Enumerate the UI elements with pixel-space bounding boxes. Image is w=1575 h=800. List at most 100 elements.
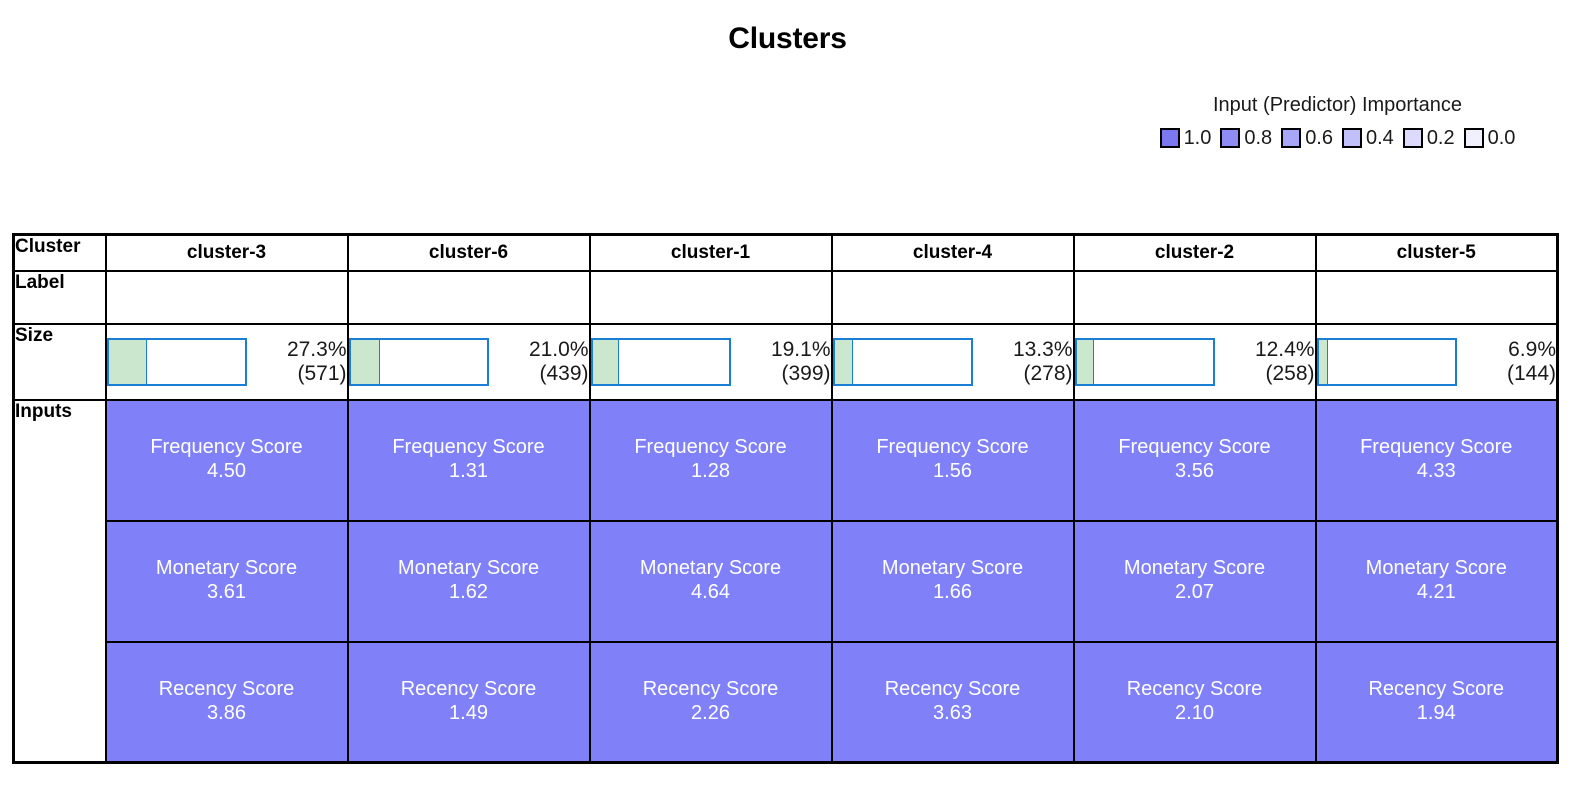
legend-label: 0.4 [1366,127,1394,149]
size-percent: 12.4% [1254,337,1315,361]
input-value: 1.62 [449,581,488,603]
legend-entry: 0.4 [1342,128,1394,148]
size-bar [348,337,489,386]
size-text: 27.3%(571) [255,338,347,385]
legend-entry: 0.8 [1220,128,1272,148]
size-count: (258) [1265,361,1315,385]
input-name: Recency Score [158,678,295,701]
size-cell-inner: 27.3%(571) [106,337,347,386]
table-row-size: Size 27.3%(571)21.0%(439)19.1%(399)13.3%… [12,322,1559,401]
column-header-cluster-5: cluster-5 [1314,233,1559,272]
size-cell-inner: 12.4%(258) [1074,337,1315,386]
size-bar-fill [592,339,620,384]
size-bar-fill [834,339,854,384]
size-text: 21.0%(439) [497,338,589,385]
size-count: (399) [781,361,831,385]
column-header-cluster-4: cluster-4 [830,233,1075,272]
column-header-cluster-2: cluster-2 [1072,233,1317,272]
legend-label: 0.6 [1305,127,1333,149]
size-count: (278) [1023,361,1073,385]
size-bar [590,337,731,386]
input-name: Frequency Score [392,436,545,459]
input-value: 4.50 [207,460,246,482]
size-count: (144) [1506,361,1556,385]
input-value: 3.56 [1175,460,1214,482]
size-text: 19.1%(399) [739,338,831,385]
input-value: 4.33 [1416,460,1456,482]
size-bar-fill [1318,339,1329,384]
label-cell-cluster-2[interactable] [1072,269,1317,325]
label-cell-cluster-6[interactable] [346,269,591,325]
row-header-cluster: Cluster [12,233,107,272]
size-bar-fill [108,339,147,384]
input-value: 2.26 [691,701,730,724]
column-header-cluster-6: cluster-6 [346,233,591,272]
input-value: 4.64 [691,581,730,603]
size-cell-cluster-2: 12.4%(258) [1072,322,1317,401]
input-value: 3.86 [207,701,246,724]
size-bar [106,337,247,386]
input-name: Monetary Score [881,557,1024,580]
input-name: Recency Score [1368,678,1505,701]
input-value: 3.61 [207,581,246,603]
label-cell-cluster-4[interactable] [830,269,1075,325]
legend-swatch-icon [1281,128,1302,148]
legend-entry: 0.6 [1281,128,1333,148]
legend-swatch-icon [1342,128,1362,148]
label-cell-cluster-1[interactable] [588,269,833,325]
label-cell-cluster-5[interactable] [1314,269,1559,325]
size-bar-fill [350,339,380,384]
input-value: 1.28 [691,460,730,482]
size-count: (571) [297,361,347,385]
size-percent: 21.0% [528,337,589,361]
legend-label: 0.0 [1487,127,1516,149]
page-title: Clusters [728,22,847,55]
column-header-cluster-1: cluster-1 [588,233,833,272]
size-percent: 6.9% [1508,337,1556,361]
size-cell-cluster-3: 27.3%(571) [104,322,349,401]
input-name: Frequency Score [150,436,303,459]
input-value: 4.21 [1416,581,1456,603]
size-percent: 13.3% [1012,337,1073,361]
size-cell-cluster-5: 6.9%(144) [1314,322,1559,401]
size-bar [832,337,973,386]
size-bar [1074,337,1215,386]
size-bar [1316,337,1457,386]
input-name: Recency Score [400,678,537,701]
row-header-inputs: Inputs [12,398,107,764]
size-cell-inner: 13.3%(278) [832,337,1073,386]
input-name: Recency Score [884,678,1021,701]
legend-swatch-icon [1159,128,1180,148]
size-cell-inner: 6.9%(144) [1316,337,1556,386]
legend-swatch-icon [1463,128,1484,148]
legend-swatch-icon [1220,128,1241,148]
legend-label: 1.0 [1183,127,1212,149]
size-cell-inner: 21.0%(439) [348,337,589,386]
size-percent: 19.1% [770,337,831,361]
label-cell-cluster-3[interactable] [104,269,349,325]
